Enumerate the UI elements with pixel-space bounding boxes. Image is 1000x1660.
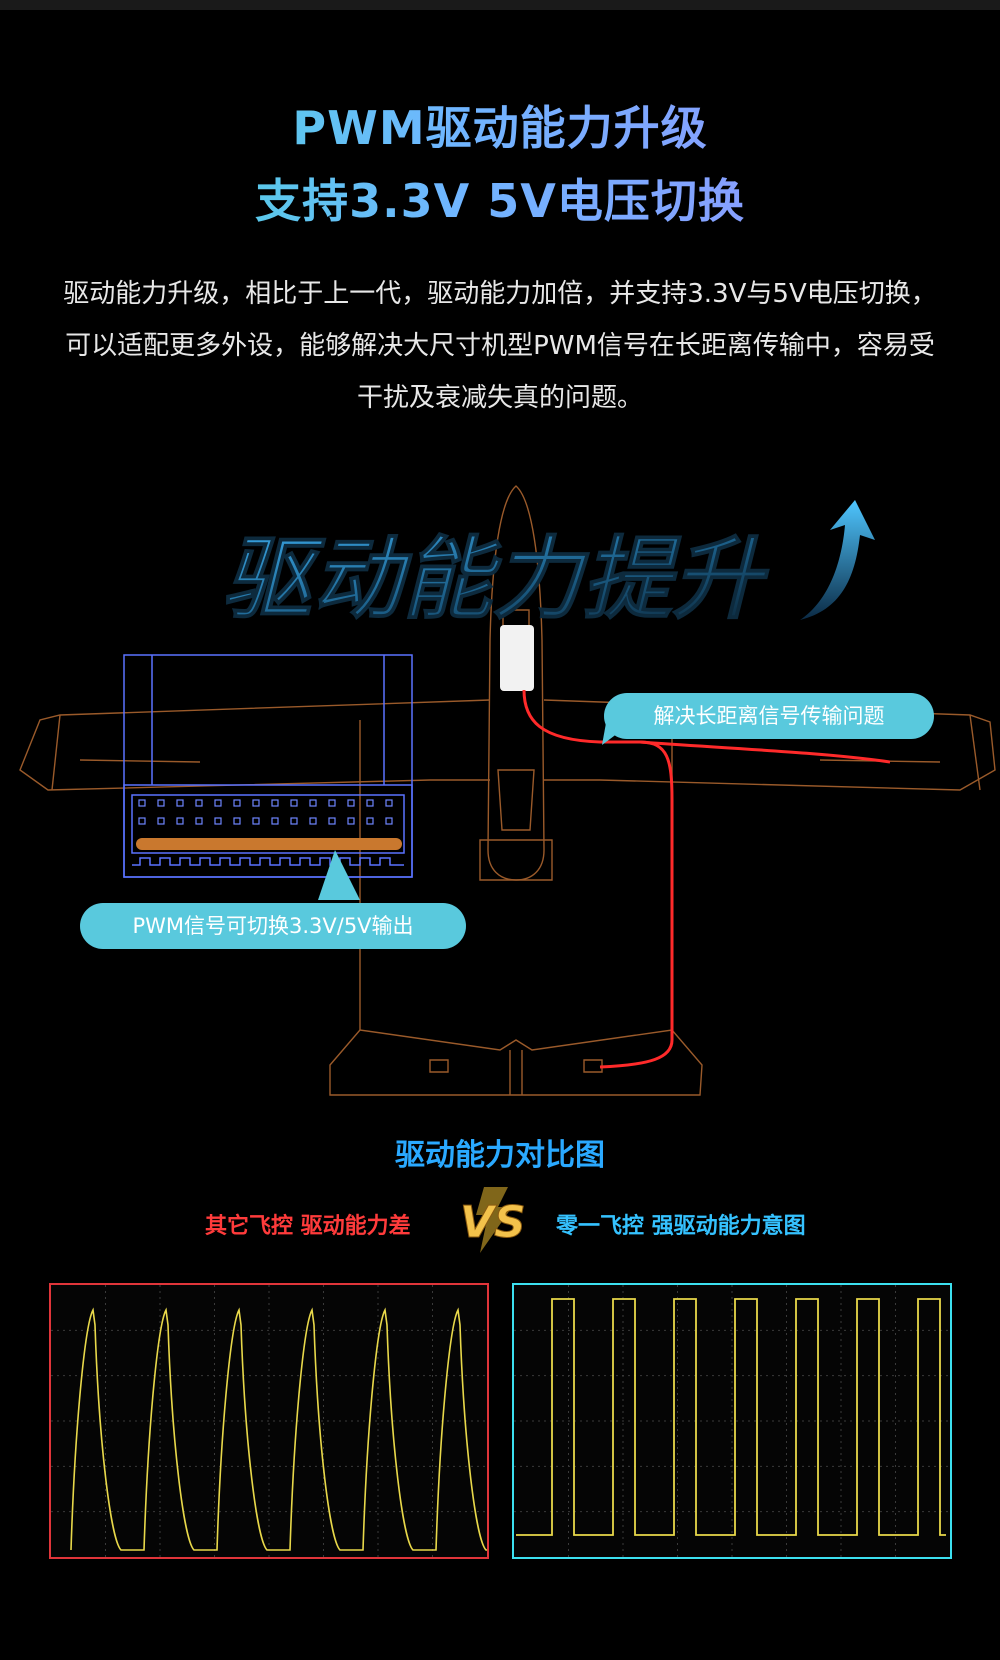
connector-pin	[233, 799, 241, 807]
pwm-output-row	[136, 838, 402, 850]
callout-long-distance: 解决长距离信号传输问题	[604, 693, 934, 739]
connector-pin	[214, 817, 222, 825]
connector-pin	[366, 817, 374, 825]
flight-controller	[500, 625, 534, 691]
scope-weak-signal	[49, 1283, 489, 1559]
callout-pwm-switch: PWM信号可切换3.3V/5V输出	[80, 903, 466, 949]
page-title-line1: PWM驱动能力升级	[0, 92, 1000, 158]
connector-pin	[252, 799, 260, 807]
connector-pin	[347, 817, 355, 825]
comparison-title: 驱动能力对比图	[395, 1138, 605, 1173]
connector-pin	[252, 817, 260, 825]
connector-pin	[138, 817, 146, 825]
connector-pin	[328, 817, 336, 825]
connector-pin	[195, 799, 203, 807]
description-text: 驱动能力升级，相比于上一代，驱动能力加倍，并支持3.3V与5V电压切换，可以适配…	[63, 279, 937, 413]
strong-waveform	[516, 1298, 946, 1536]
weak-waveform	[70, 1307, 487, 1551]
connector-pin	[328, 799, 336, 807]
connector-pin	[385, 799, 393, 807]
connector-pin	[233, 817, 241, 825]
page-title-line2: 支持3.3V 5V电压切换	[0, 165, 1000, 231]
connector-pin	[176, 817, 184, 825]
top-bar	[0, 0, 1000, 10]
connector-pin	[290, 799, 298, 807]
connector-pin	[157, 817, 165, 825]
connector-pin	[309, 817, 317, 825]
connector-pin	[366, 799, 374, 807]
connector-pin	[176, 799, 184, 807]
comparison-right-label: 零一飞控 强驱动能力意图	[556, 1214, 806, 1239]
scope-strong-signal	[512, 1283, 952, 1559]
connector-pin	[290, 817, 298, 825]
aircraft-illustration: 驱动能力提升	[19, 485, 996, 1096]
comparison-left-label: 其它飞控 驱动能力差	[205, 1214, 411, 1239]
slogan-text: 驱动能力提升	[222, 527, 770, 632]
connector-pin	[195, 817, 203, 825]
connector-pin	[214, 799, 222, 807]
connector-pin	[385, 817, 393, 825]
connector-pin	[157, 799, 165, 807]
vs-icon: VS	[460, 1187, 526, 1253]
connector-pin	[309, 799, 317, 807]
connector-pin	[138, 799, 146, 807]
connector-pin	[271, 799, 279, 807]
up-arrow-icon	[800, 500, 875, 620]
connector-pin	[347, 799, 355, 807]
svg-text:VS: VS	[460, 1197, 526, 1248]
connector-pin	[271, 817, 279, 825]
